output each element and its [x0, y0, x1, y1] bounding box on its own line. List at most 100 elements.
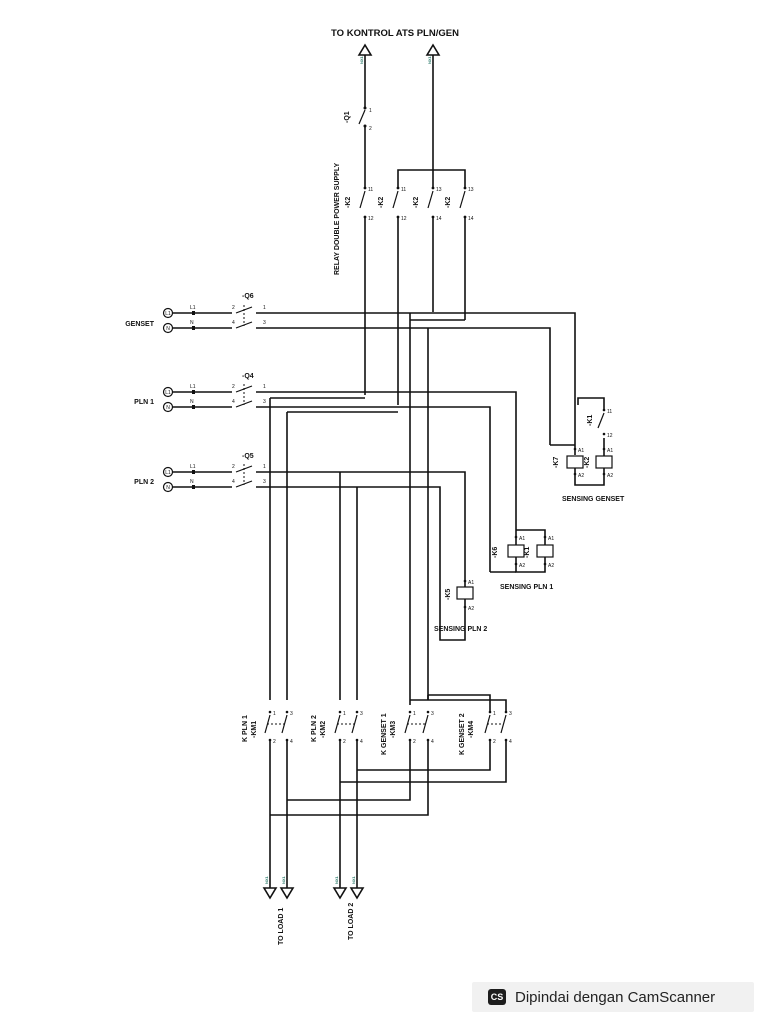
- source-label: GENSET: [125, 321, 155, 328]
- svg-text:1: 1: [263, 464, 266, 470]
- source-pln2: PLN 2 L1 N L1N 2 4 1 3 -Q5: [134, 453, 466, 641]
- svg-text:-K2: -K2: [345, 197, 352, 208]
- svg-text:2: 2: [273, 739, 276, 745]
- svg-text:A1: A1: [607, 448, 613, 454]
- svg-text:NX1: NX1: [334, 875, 339, 884]
- svg-text:-K2: -K2: [378, 197, 385, 208]
- svg-text:1: 1: [493, 711, 496, 717]
- load-1-label: TO LOAD 1: [278, 908, 285, 945]
- svg-text:3: 3: [360, 711, 363, 717]
- svg-text:11: 11: [368, 187, 373, 193]
- svg-text:14: 14: [436, 216, 442, 222]
- svg-text:K GENSET 1: K GENSET 1: [381, 713, 388, 755]
- sensing-pln1: A1 A1 A2 A2 -K6 -K1 SENSING PLN 1: [490, 529, 554, 591]
- svg-text:3: 3: [431, 711, 434, 717]
- svg-text:-K2: -K2: [445, 197, 452, 208]
- svg-text:L1: L1: [165, 470, 171, 476]
- source-pln1: PLN 1 L1 N L1N 24 13 -Q4: [134, 373, 517, 572]
- svg-text:11: 11: [401, 187, 406, 193]
- source-genset: GENSET L1 N L1N 24 13 -Q6: [125, 293, 576, 445]
- svg-text:A2: A2: [607, 473, 613, 479]
- svg-text:A2: A2: [468, 606, 474, 612]
- sensing-pln1-title: SENSING PLN 1: [500, 584, 553, 591]
- sensing-genset-title: SENSING GENSET: [562, 496, 625, 503]
- svg-text:3: 3: [263, 479, 266, 485]
- svg-text:L1: L1: [165, 311, 171, 317]
- output-arrow-1: [357, 43, 373, 56]
- svg-text:1: 1: [413, 711, 416, 717]
- svg-text:2: 2: [232, 305, 235, 311]
- svg-text:A1: A1: [468, 580, 474, 586]
- svg-text:4: 4: [360, 739, 363, 745]
- svg-text:NX1: NX1: [359, 55, 364, 64]
- svg-text:12: 12: [368, 216, 374, 222]
- svg-text:4: 4: [509, 739, 512, 745]
- camscanner-watermark: CS Dipindai dengan CamScanner: [472, 982, 754, 1012]
- svg-text:1: 1: [343, 711, 346, 717]
- svg-text:NX1: NX1: [264, 875, 269, 884]
- svg-text:NX1: NX1: [427, 55, 432, 64]
- svg-text:A2: A2: [548, 563, 554, 569]
- svg-text:N: N: [190, 320, 194, 326]
- svg-text:-Q5: -Q5: [242, 453, 254, 460]
- svg-text:4: 4: [232, 320, 235, 326]
- svg-text:2: 2: [343, 739, 346, 745]
- svg-text:-K7: -K7: [553, 457, 560, 468]
- svg-text:A1: A1: [548, 536, 554, 542]
- svg-text:A1: A1: [578, 448, 584, 454]
- svg-text:N: N: [190, 479, 194, 485]
- svg-text:3: 3: [290, 711, 293, 717]
- svg-text:4: 4: [290, 739, 293, 745]
- svg-text:K GENSET 2: K GENSET 2: [459, 713, 466, 755]
- svg-text:-K1: -K1: [587, 415, 594, 426]
- svg-text:NX1: NX1: [281, 875, 286, 884]
- svg-text:A2: A2: [519, 563, 525, 569]
- svg-text:1: 1: [263, 384, 266, 390]
- svg-text:1: 1: [369, 108, 372, 114]
- svg-text:1: 1: [263, 305, 266, 311]
- sensing-pln2-title: SENSING PLN 2: [434, 626, 487, 633]
- q1-label: -Q1: [344, 111, 351, 123]
- svg-text:PLN 1: PLN 1: [134, 399, 154, 406]
- svg-text:2: 2: [493, 739, 496, 745]
- svg-text:4: 4: [232, 479, 235, 485]
- svg-text:K PLN 1: K PLN 1: [242, 715, 249, 742]
- svg-text:L1: L1: [190, 305, 196, 311]
- svg-text:N: N: [190, 399, 194, 405]
- svg-text:-K2: -K2: [413, 197, 420, 208]
- contactor-km2: 1 3 2 4 K PLN 2 -KM2: [311, 710, 363, 745]
- svg-text:3: 3: [263, 399, 266, 405]
- svg-text:-KM2: -KM2: [320, 721, 327, 738]
- load-2-output: NX1 NX1 TO LOAD 2: [332, 870, 365, 940]
- svg-text:14: 14: [468, 216, 474, 222]
- svg-text:-K6: -K6: [492, 547, 499, 558]
- svg-text:12: 12: [401, 216, 407, 222]
- svg-text:13: 13: [468, 187, 474, 193]
- svg-text:N: N: [166, 485, 170, 491]
- svg-text:A1: A1: [519, 536, 525, 542]
- svg-text:4: 4: [431, 739, 434, 745]
- camscanner-text: Dipindai dengan CamScanner: [515, 988, 716, 1006]
- svg-text:-KM3: -KM3: [390, 721, 397, 738]
- camscanner-logo: CS: [488, 989, 506, 1005]
- svg-text:-Q6: -Q6: [242, 293, 254, 300]
- svg-text:-Q4: -Q4: [242, 373, 254, 380]
- svg-text:3: 3: [509, 711, 512, 717]
- svg-text:L1: L1: [190, 384, 196, 390]
- svg-text:NX1: NX1: [351, 875, 356, 884]
- load-2-label: TO LOAD 2: [348, 903, 355, 940]
- svg-text:13: 13: [436, 187, 442, 193]
- svg-text:L1: L1: [165, 390, 171, 396]
- svg-text:2: 2: [232, 464, 235, 470]
- diagram-title: TO KONTROL ATS PLN/GEN: [331, 28, 459, 39]
- svg-text:1: 1: [273, 711, 276, 717]
- svg-text:-K1: -K1: [524, 547, 531, 558]
- svg-text:L1: L1: [190, 464, 196, 470]
- svg-text:N: N: [166, 326, 170, 332]
- svg-text:PLN 2: PLN 2: [134, 479, 154, 486]
- svg-text:K PLN 2: K PLN 2: [311, 715, 318, 742]
- svg-text:-K2: -K2: [584, 457, 591, 468]
- svg-text:-K5: -K5: [445, 589, 452, 600]
